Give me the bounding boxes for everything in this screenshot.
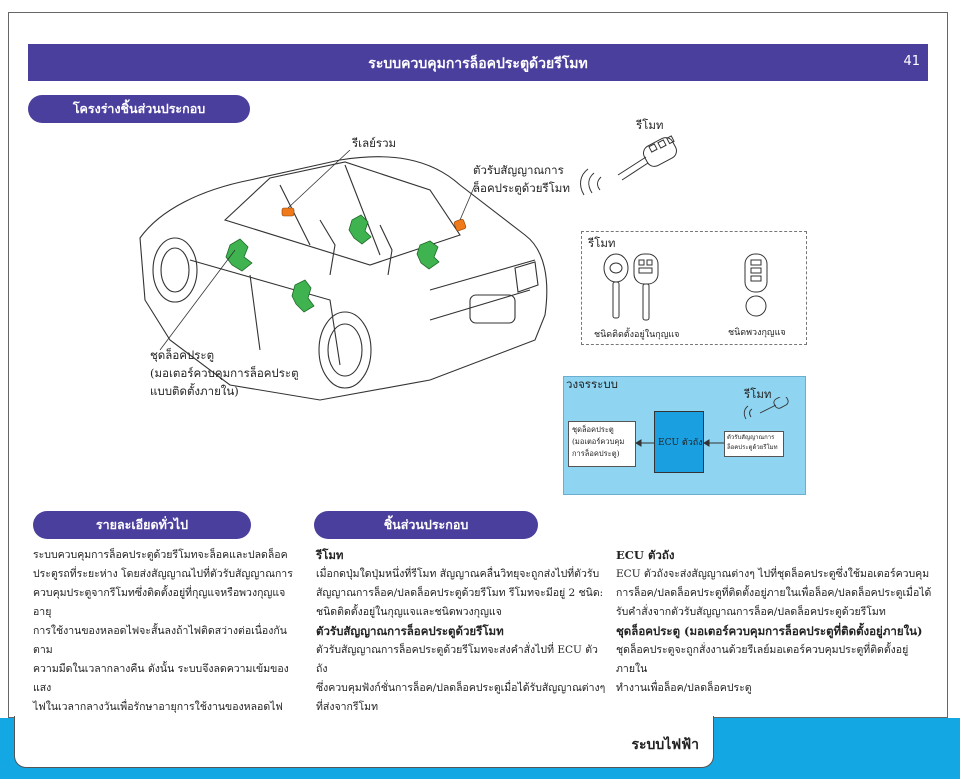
remote-box-title: รีโมท (588, 236, 616, 250)
system-circuit-box: วงจรระบบ รีโมท ชุดล็อคประตู (มอเตอร์ควบค… (563, 376, 806, 495)
system-arrows (635, 439, 724, 447)
general-line: ควบคุมประตูจากรีโมทซึ่งติดตั้งอยู่ที่กุญ… (33, 587, 286, 618)
fob-type-label: ชนิดพวงกุญแจ (728, 328, 786, 338)
general-line: ประตูรถที่ระยะห่าง โดยส่งสัญญาณไปที่ตัวร… (33, 568, 293, 580)
remote-key-icon (580, 135, 677, 196)
system-remote-icon (743, 397, 789, 420)
components-mid: รีโมท เมื่อกดปุ่มใดปุ่มหนึ่งที่รีโมท สัญ… (316, 546, 606, 717)
label-door-lock-3: แบบติดตั้งภายใน) (150, 384, 239, 398)
footer-label: ระบบไฟฟ้า (631, 737, 699, 753)
general-line: ไฟในเวลากลางวันเพื่อรักษาอายุการใช้งานขอ… (33, 701, 283, 713)
car-illustration (139, 150, 548, 401)
page-number: 41 (903, 54, 920, 69)
remote-line: ชนิดติดตั้งอยู่ในกุญแจและชนิดพวงกุญแจ (316, 606, 502, 618)
ecu-line: รับคำสั่งจากตัวรับสัญญาณการล็อค/ปลดล็อคป… (616, 606, 886, 618)
remote-line: เมื่อกดปุ่มใดปุ่มหนึ่งที่รีโมท สัญญาณคลื… (316, 568, 600, 580)
general-line: ความมืดในเวลากลางคืน ดังนั้น ระบบจึงลดคว… (33, 663, 289, 694)
system-recv-line1: ตัวรับสัญญาณการ (727, 434, 775, 441)
label-remote-top: รีโมท (636, 118, 664, 132)
section-general: รายละเอียดทั่วไป (33, 511, 251, 539)
page-header: ระบบควบคุมการล็อคประตูด้วยรีโมท 41 (28, 44, 928, 81)
receiver-line: ที่ส่งจากรีโมท (316, 701, 378, 713)
system-recv-line2: ล็อคประตูด้วยรีโมท (727, 444, 778, 451)
system-ecu-box: ECU ตัวถัง (654, 411, 704, 473)
ecu-heading: ECU ตัวถัง (616, 548, 675, 562)
fob-remote-icon (744, 253, 768, 317)
key-type-label: ชนิดติดตั้งอยู่ในกุญแจ (594, 330, 680, 340)
system-box-title: วงจรระบบ (566, 377, 618, 391)
system-receiver-box: ตัวรับสัญญาณการ ล็อคประตูด้วยรีโมท (724, 431, 784, 457)
label-receiver-2: ล็อคประตูด้วยรีโมท (473, 181, 570, 195)
lock-heading: ชุดล็อคประตู (มอเตอร์ควบคุมการล็อคประตูท… (616, 624, 923, 638)
ecu-line: ECU ตัวถังจะส่งสัญญาณต่างๆ ไปที่ชุดล็อคป… (616, 568, 930, 580)
key-remote-icon (603, 253, 659, 321)
receiver-line: ซึ่งควบคุมฟังก์ชั่นการล็อค/ปลดล็อคประตูเ… (316, 682, 606, 694)
components-right: ECU ตัวถัง ECU ตัวถังจะส่งสัญญาณต่างๆ ไป… (616, 546, 936, 698)
receiver-marker (453, 218, 467, 232)
system-door-lock-box: ชุดล็อคประตู (มอเตอร์ควบคุม การล็อคประตู… (568, 421, 636, 467)
system-remote-label: รีโมท (744, 387, 772, 401)
lock-line: ชุดล็อคประตูจะถูกสั่งงานด้วยรีเลย์มอเตอร… (616, 644, 909, 675)
remote-heading: รีโมท (316, 548, 344, 562)
label-receiver-1: ตัวรับสัญญาณการ (473, 163, 564, 177)
system-ecu-label: ECU ตัวถัง (658, 438, 703, 448)
section-components-layout: โครงร่างชิ้นส่วนประกอบ (28, 95, 250, 123)
section-components: ชิ้นส่วนประกอบ (314, 511, 538, 539)
footer-bar: ระบบไฟฟ้า (0, 716, 960, 779)
remote-types-box: รีโมท ชนิดติดตั้งอยู่ในกุญแจ ชนิดพวงกุญแ… (581, 231, 807, 345)
page-title: ระบบควบคุมการล็อคประตูด้วยรีโมท (368, 56, 588, 72)
integration-relay-marker (281, 207, 295, 217)
receiver-heading: ตัวรับสัญญาณการล็อคประตูด้วยรีโมท (316, 624, 504, 638)
general-line: ระบบควบคุมการล็อคประตูด้วยรีโมทจะล็อคและ… (33, 549, 288, 561)
general-text: ระบบควบคุมการล็อคประตูด้วยรีโมทจะล็อคและ… (33, 546, 303, 717)
receiver-line: ตัวรับสัญญาณการล็อคประตูด้วยรีโมทจะส่งคำ… (316, 644, 598, 675)
ecu-line: การล็อค/ปลดล็อคประตูที่ติดตั้งอยู่ภายในเ… (616, 587, 932, 599)
system-lock-line3: การล็อคประตู) (572, 449, 620, 458)
lock-line: ทำงานเพื่อล็อค/ปลดล็อคประตู (616, 682, 752, 694)
footer-tab: ระบบไฟฟ้า (14, 716, 714, 768)
remote-line: สัญญาณการล็อค/ปลดล็อคประตูด้วยรีโมท รีโม… (316, 587, 604, 599)
label-door-lock-1: ชุดล็อคประตู (150, 348, 215, 362)
general-line: การใช้งานของหลอดไฟจะสั้นลงถ้าไฟติดสว่างต… (33, 625, 287, 656)
label-integration-relay: รีเลย์รวม (352, 136, 397, 150)
system-lock-line2: (มอเตอร์ควบคุม (572, 437, 625, 446)
system-lock-line1: ชุดล็อคประตู (572, 425, 614, 434)
label-door-lock-2: (มอเตอร์ควบคุมการล็อคประตู (150, 366, 299, 380)
